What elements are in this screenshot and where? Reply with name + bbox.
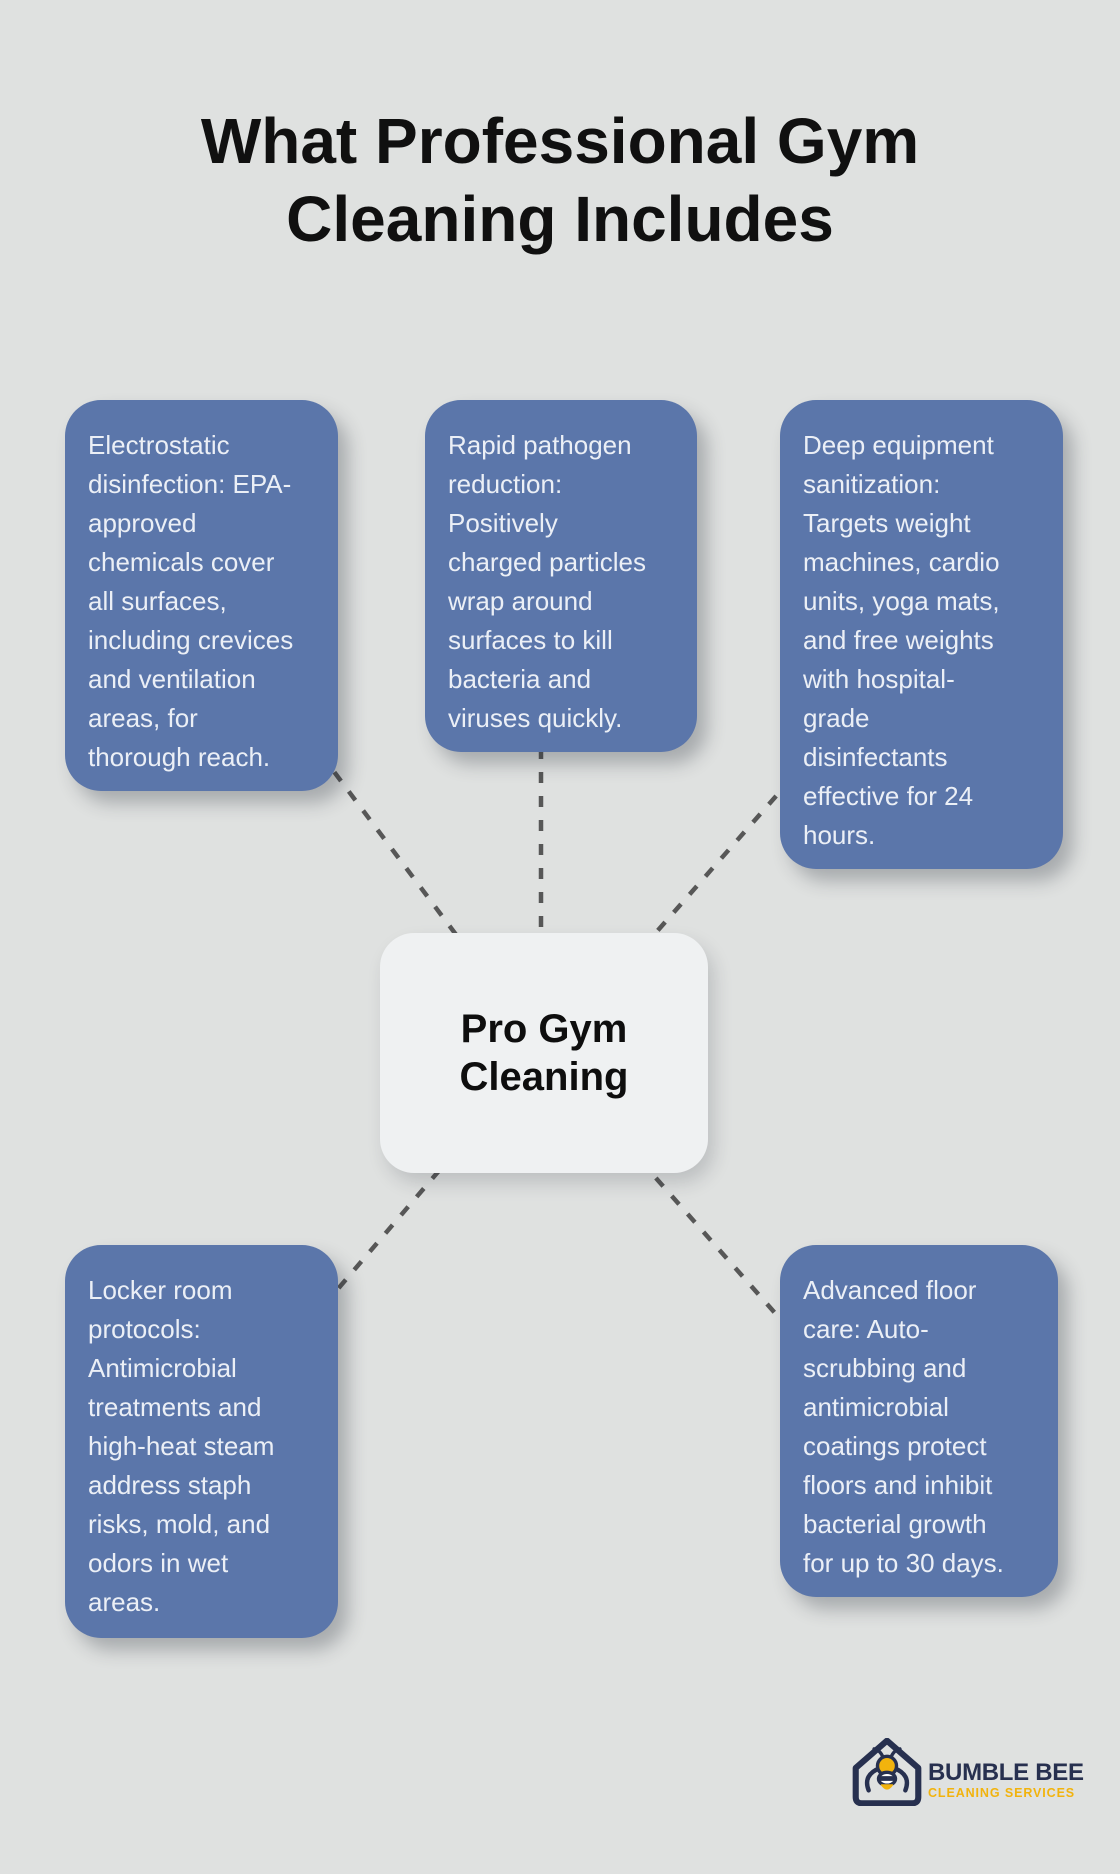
brand-tagline: CLEANING SERVICES: [928, 1786, 1076, 1800]
page-title: What Professional Gym Cleaning Includes: [200, 105, 920, 255]
center-node: Pro Gym Cleaning: [380, 933, 708, 1173]
bumble-bee-house-icon: [852, 1738, 922, 1806]
node-advanced-floor-care: Advanced floor care: Auto- scrubbing and…: [780, 1245, 1058, 1597]
brand-logo-text: BUMBLE BEE CLEANING SERVICES: [928, 1738, 1084, 1801]
connector-line-bottom-left: [323, 1150, 457, 1306]
connector-line-top-left: [318, 751, 474, 958]
node-locker-room-protocols: Locker room protocols: Antimicrobial tre…: [65, 1245, 338, 1638]
connector-line-top-right: [643, 776, 794, 947]
node-rapid-pathogen-reduction: Rapid pathogen reduction: Positively cha…: [425, 400, 697, 752]
brand-name: BUMBLE BEE: [928, 1759, 1084, 1786]
node-electrostatic-disinfection: Electrostatic disinfection: EPA- approve…: [65, 400, 338, 791]
brand-logo: BUMBLE BEE CLEANING SERVICES: [852, 1738, 1084, 1806]
node-deep-equipment-sanitization: Deep equipment sanitization: Targets wei…: [780, 400, 1063, 869]
center-node-label: Pro Gym Cleaning: [459, 1007, 629, 1099]
connector-line-bottom-right: [638, 1158, 792, 1332]
